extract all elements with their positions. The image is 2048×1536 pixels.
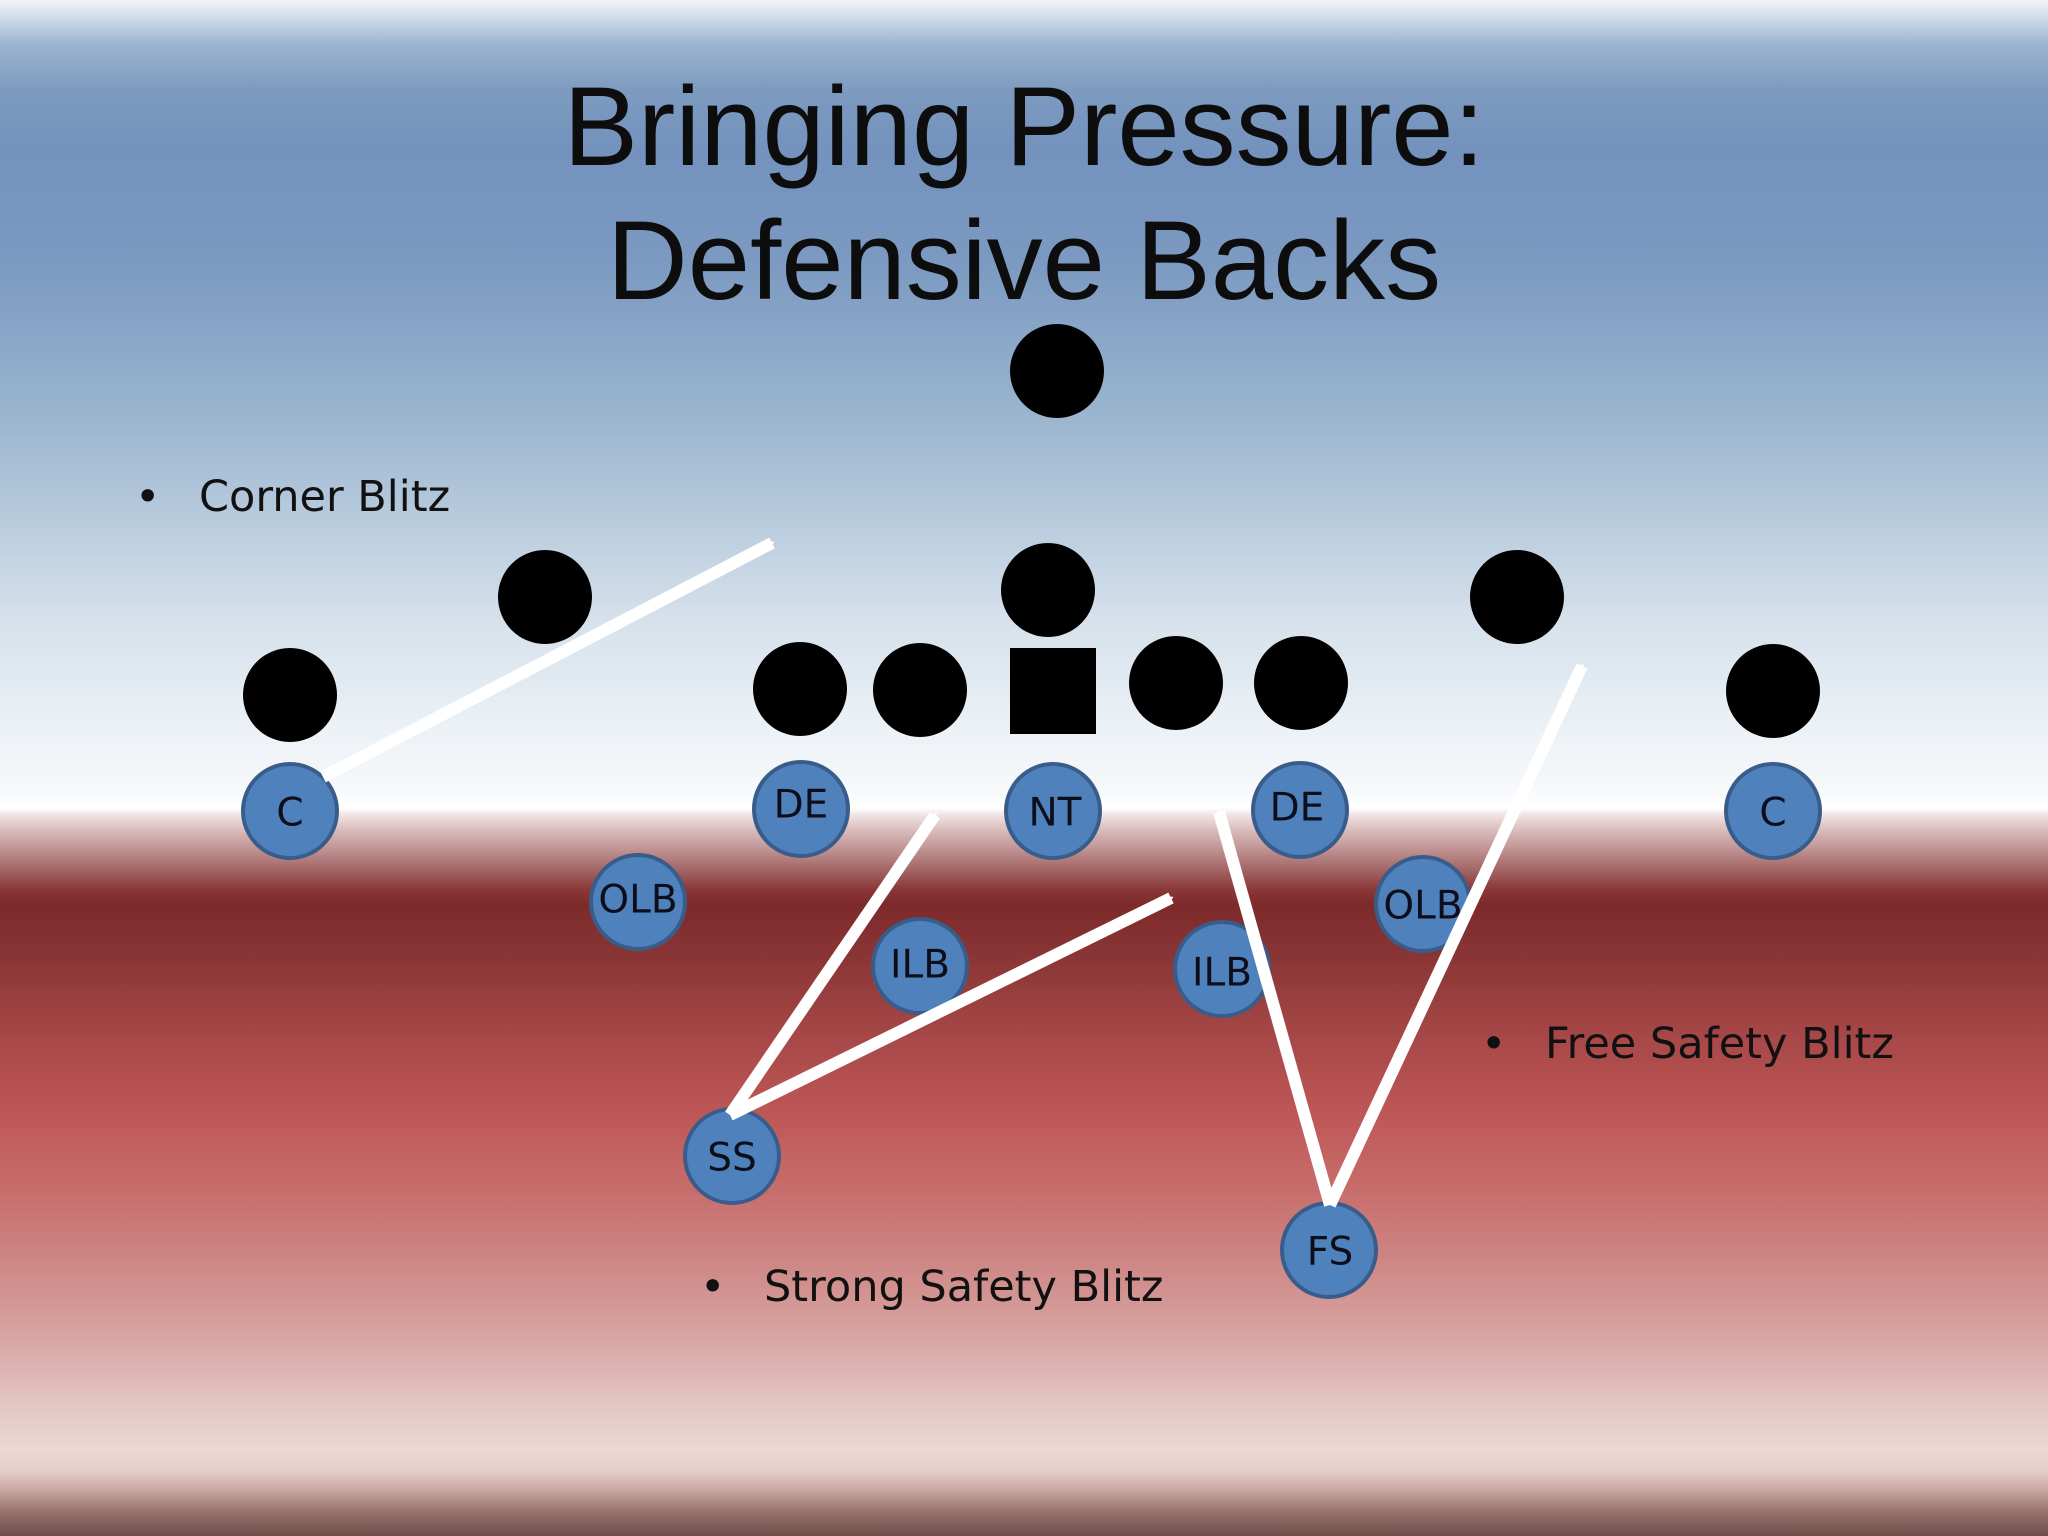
blitz-arrows — [320, 537, 1588, 1208]
defender-free-safety: FS — [1280, 1201, 1378, 1299]
bullet-free-safety-blitz-text: Free Safety Blitz — [1545, 1019, 1894, 1069]
defense: C DE NT DE C OLB — [241, 760, 1822, 1299]
bullet-corner-blitz-text: Corner Blitz — [199, 472, 451, 522]
defender-corner-left: C — [241, 762, 339, 860]
offensive-slot-left — [498, 550, 592, 644]
title-line-2: Defensive Backs — [606, 198, 1442, 323]
defender-def-end-right: DE — [1251, 761, 1349, 859]
offensive-lineman-left-tackle — [753, 642, 847, 736]
bullet-dot: • — [1481, 1019, 1507, 1069]
offensive-player-back — [1001, 543, 1095, 637]
offensive-receiver-right — [1726, 644, 1820, 738]
free-safety-blitz-arrow-b — [1324, 663, 1588, 1208]
bullet-strong-safety-blitz: • Strong Safety Blitz — [700, 1262, 1163, 1312]
defender-outside-lb-left: OLB — [589, 853, 687, 951]
offensive-lineman-right-tackle — [1254, 636, 1348, 730]
title-line-1: Bringing Pressure: — [563, 64, 1485, 189]
defender-label: OLB — [598, 878, 677, 923]
defender-inside-lb-right: ILB — [1173, 920, 1271, 1018]
defender-def-end-left: DE — [752, 760, 850, 858]
defender-label: FS — [1307, 1230, 1354, 1275]
offensive-lineman-right-guard — [1129, 636, 1223, 730]
offensive-slot-right — [1470, 550, 1564, 644]
defender-label: OLB — [1383, 884, 1462, 929]
bullet-dot: • — [700, 1262, 726, 1312]
defender-corner-right: C — [1724, 762, 1822, 860]
bullet-free-safety-blitz: • Free Safety Blitz — [1481, 1019, 1894, 1069]
strong-safety-blitz-arrow-b — [727, 892, 1174, 1121]
defender-label: C — [1759, 791, 1786, 836]
offensive-player-qb — [1010, 324, 1104, 418]
slide-title: Bringing Pressure: Defensive Backs — [0, 60, 2048, 328]
defender-label: ILB — [890, 943, 950, 988]
defender-label: C — [276, 791, 303, 836]
defender-label: NT — [1029, 791, 1082, 836]
defender-strong-safety: SS — [683, 1107, 781, 1205]
offensive-center-square — [1010, 648, 1096, 734]
bullet-strong-safety-blitz-text: Strong Safety Blitz — [764, 1262, 1164, 1312]
bullet-corner-blitz: • Corner Blitz — [135, 472, 450, 522]
offense — [243, 324, 1820, 742]
defender-nose-tackle: NT — [1004, 762, 1102, 860]
corner-blitz-arrow — [320, 537, 775, 783]
strong-safety-blitz-arrow-a — [725, 811, 940, 1119]
bullet-dot: • — [135, 472, 161, 522]
defender-label: ILB — [1192, 951, 1252, 996]
defender-inside-lb-left: ILB — [871, 917, 969, 1015]
free-safety-blitz-arrow-a — [1213, 812, 1336, 1207]
defender-label: SS — [707, 1136, 757, 1181]
offensive-receiver-left — [243, 648, 337, 742]
defender-label: DE — [1270, 786, 1325, 831]
offensive-lineman-left-guard — [873, 643, 967, 737]
defender-label: DE — [774, 783, 829, 828]
